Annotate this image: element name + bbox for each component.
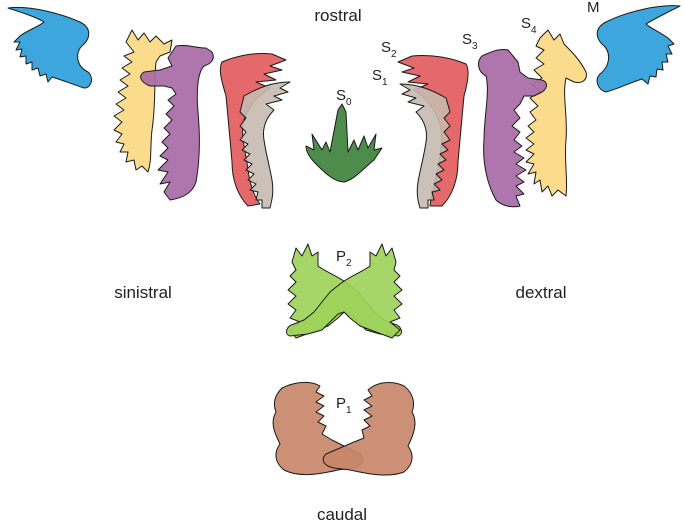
p1-element-dextral (322, 382, 416, 476)
s4-element-sinistral (113, 29, 173, 173)
label-m: M (587, 0, 600, 16)
s4-element-dextral (525, 29, 587, 197)
s2-element-sinistral (219, 53, 287, 207)
label-s1: S1 (372, 67, 388, 88)
label-s3: S3 (462, 31, 478, 52)
p2-element-dextral (286, 243, 403, 339)
m-element-sinistral (7, 6, 92, 89)
s1-element-dextral (399, 83, 451, 209)
label-p1: P1 (336, 395, 352, 416)
m-element-dextral (596, 5, 681, 93)
label-p2: P2 (336, 248, 352, 269)
label-sinistral: sinistral (114, 283, 172, 302)
s0-element (305, 103, 383, 183)
label-s4: S4 (521, 15, 537, 36)
label-s0: S0 (336, 87, 352, 108)
s3-element-dextral (478, 49, 547, 208)
label-caudal: caudal (317, 505, 367, 522)
label-rostral: rostral (314, 6, 361, 25)
label-dextral: dextral (515, 283, 566, 302)
s3-element-sinistral (140, 44, 214, 201)
label-s2: S2 (381, 39, 397, 60)
s1-element-sinistral (239, 81, 291, 209)
